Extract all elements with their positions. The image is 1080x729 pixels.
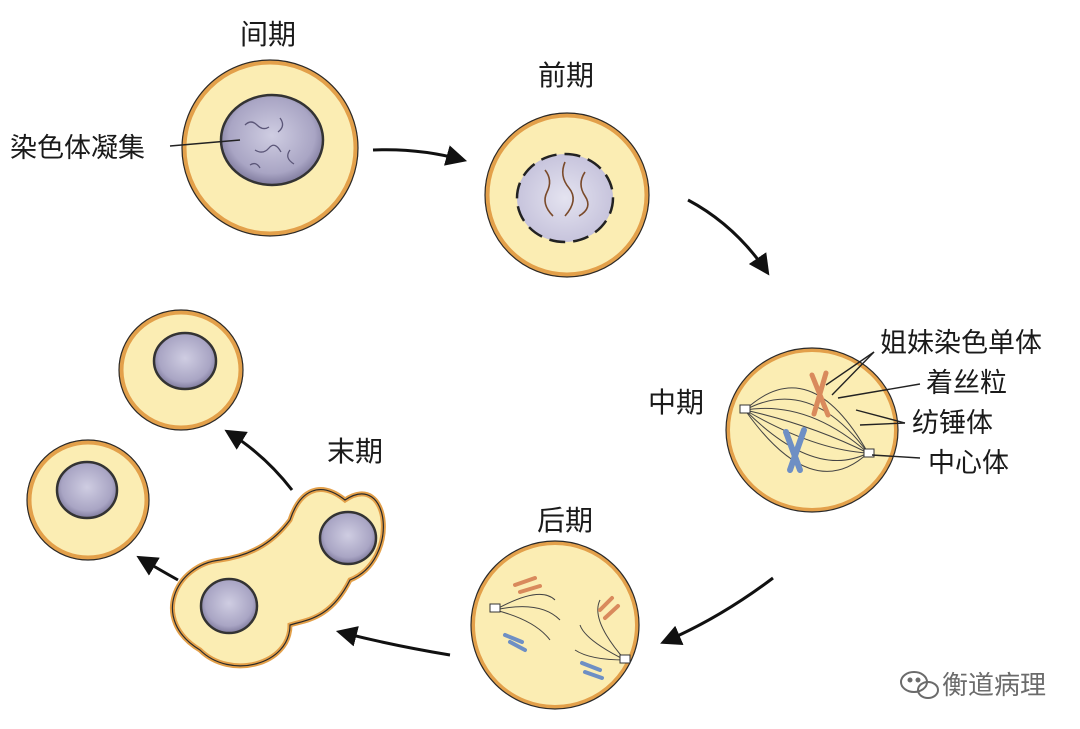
anaphase-membrane: [471, 541, 639, 709]
label-telophase: 末期: [327, 435, 383, 468]
label-chromatin-condensation: 染色体凝集: [10, 133, 145, 164]
anaphase-cell: [470, 540, 640, 710]
label-anaphase: 后期: [537, 504, 593, 537]
interphase-nucleus: [219, 93, 325, 187]
label-sister-chromatids: 姐妹染色单体: [880, 328, 1042, 359]
prophase-nucleus: [517, 154, 613, 242]
label-prophase: 前期: [538, 59, 594, 92]
cycle-arrows: [136, 145, 774, 657]
telophase-nucleus-lower: [199, 577, 259, 635]
interphase-cell: [181, 59, 359, 237]
metaphase-spindle: [744, 387, 869, 472]
arrow-interphase-prophase: [372, 145, 468, 166]
arrow-metaphase-anaphase: [660, 576, 774, 646]
telophase-nucleus-upper: [318, 510, 378, 566]
arrow-anaphase-telophase: [335, 626, 451, 657]
label-interphase: 间期: [240, 18, 296, 51]
wechat-icon: [900, 671, 939, 699]
watermark-text: 衡道病理: [942, 671, 1046, 701]
metaphase-centrosome-left: [739, 404, 751, 414]
metaphase-chromosome-orange: [809, 370, 831, 418]
metaphase-membrane: [726, 348, 898, 512]
daughter-cell-lower: [26, 439, 150, 561]
prophase-cell: [484, 112, 650, 278]
watermark: 衡道病理: [900, 671, 1046, 701]
arrow-telophase-daughter-lower: [136, 555, 179, 582]
arrow-prophase-metaphase: [687, 198, 770, 276]
daughter-cell-upper: [118, 309, 244, 431]
metaphase-cell: [725, 347, 899, 513]
arrow-telophase-daughter-upper: [224, 429, 294, 491]
metaphase-centrosome-right: [863, 448, 875, 458]
label-centrosome: 中心体: [928, 448, 1009, 479]
label-centromere: 着丝粒: [926, 368, 1007, 399]
metaphase-chromosome-blue: [783, 427, 807, 473]
label-spindle: 纺锤体: [912, 408, 993, 439]
telophase-cell: [169, 487, 386, 669]
label-metaphase: 中期: [648, 386, 704, 419]
leader-lines: [169, 139, 921, 459]
